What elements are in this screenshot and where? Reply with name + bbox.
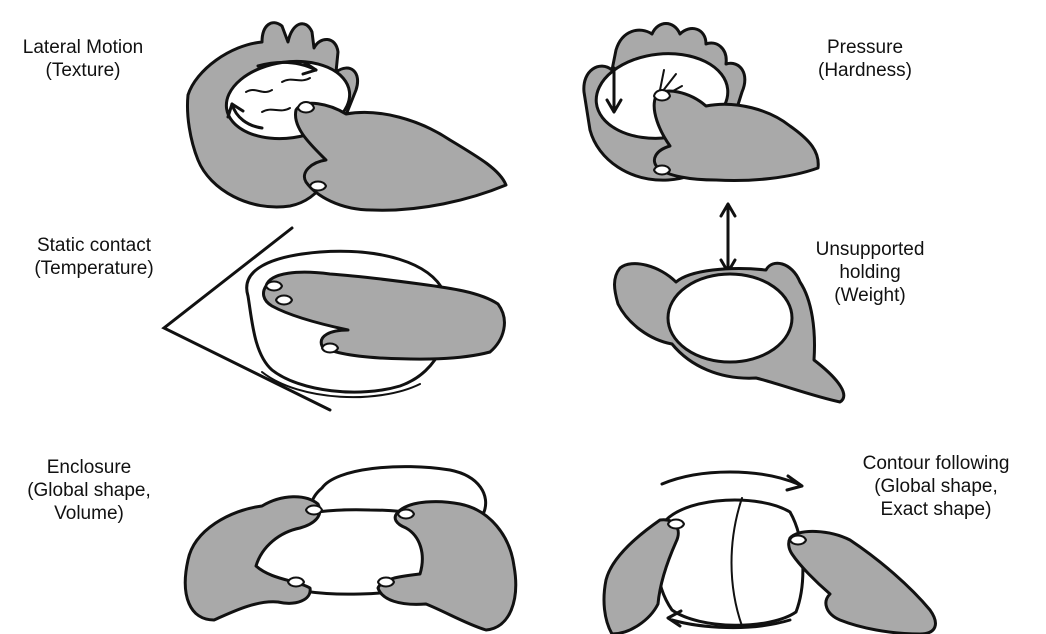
held-object (668, 274, 792, 362)
contour-arrow-top (662, 472, 798, 484)
fingernail (322, 344, 338, 353)
fingernail (310, 182, 326, 191)
contour-arrow-bottom-head (668, 611, 681, 626)
pressing-hand (654, 91, 818, 180)
contour-following-drawing (604, 472, 935, 634)
lateral-motion-drawing (187, 23, 506, 211)
fingernail (276, 296, 292, 305)
fingernail (288, 578, 304, 587)
static-contact-drawing (164, 228, 504, 410)
fingernail (306, 506, 322, 515)
unsupported-holding-drawing (615, 204, 844, 402)
fingernail (266, 282, 282, 291)
fingernail (398, 510, 414, 519)
pressure-drawing (584, 24, 818, 181)
fingernail (790, 536, 806, 545)
enclosure-drawing (185, 467, 515, 630)
fingernail (654, 166, 670, 175)
fingernail (654, 90, 670, 101)
fingernail (298, 102, 314, 113)
right-tracing-hand (789, 531, 936, 634)
fingernail (668, 520, 684, 529)
rubbing-hand (295, 103, 506, 210)
fingernail (378, 578, 394, 587)
